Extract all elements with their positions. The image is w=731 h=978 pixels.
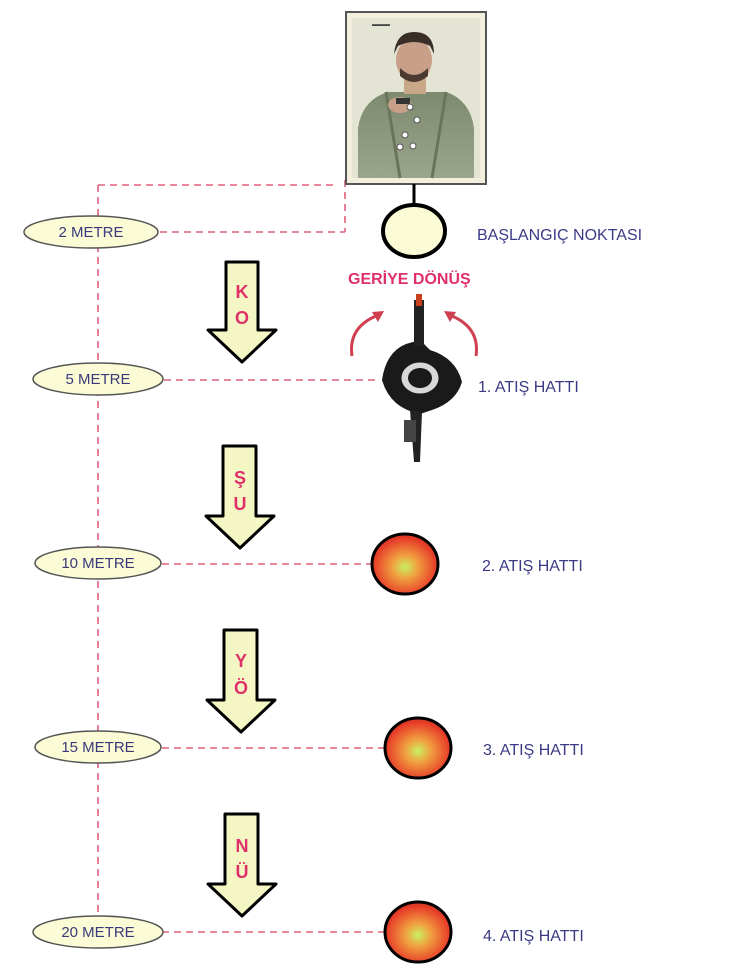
firing-line-3-label: 3. ATIŞ HATTI (483, 742, 584, 759)
svg-text:▬▬▬: ▬▬▬ (372, 22, 390, 28)
distance-label: 20 METRE (61, 924, 134, 941)
firing-line-2-label: 2. ATIŞ HATTI (482, 558, 583, 575)
distance-pill-15m: 15 METRE (34, 730, 162, 764)
arrow-letter: Ş (234, 468, 246, 488)
start-point-label: BAŞLANGIÇ NOKTASI (477, 227, 642, 244)
target-image: ▬▬▬ (345, 11, 487, 185)
firing-line-1-label: 1. ATIŞ HATTI (478, 379, 579, 396)
distance-label: 5 METRE (65, 371, 130, 388)
arrow-letter: O (235, 308, 249, 328)
station-ball-4 (383, 900, 453, 964)
distance-label: 15 METRE (61, 739, 134, 756)
start-point (381, 184, 447, 259)
down-arrow-1: K O (206, 260, 278, 364)
distance-label: 2 METRE (58, 224, 123, 241)
arrow-letter: Ö (234, 678, 248, 698)
return-arrow-heads (372, 311, 456, 322)
distance-pill-2m: 2 METRE (23, 215, 159, 249)
distance-pill-10m: 10 METRE (34, 546, 162, 580)
arrow-letter: U (234, 494, 247, 514)
firing-line-4-label: 4. ATIŞ HATTI (483, 928, 584, 945)
return-label: GERİYE DÖNÜŞ (348, 269, 471, 288)
arrow-letter: K (236, 282, 249, 302)
station-ball-2 (370, 532, 440, 596)
distance-label: 10 METRE (61, 555, 134, 572)
down-arrow-4: N Ü (206, 812, 278, 918)
arrow-letter: Ü (236, 862, 249, 882)
shooter-figure (382, 294, 462, 462)
arrow-letter: N (236, 836, 249, 856)
return-arrows (350, 314, 478, 357)
distance-pill-20m: 20 METRE (32, 915, 164, 949)
station-ball-3 (383, 716, 453, 780)
down-arrow-3: Y Ö (205, 628, 277, 734)
arrow-letter: Y (235, 651, 247, 671)
distance-pill-5m: 5 METRE (32, 362, 164, 396)
down-arrow-2: Ş U (204, 444, 276, 550)
